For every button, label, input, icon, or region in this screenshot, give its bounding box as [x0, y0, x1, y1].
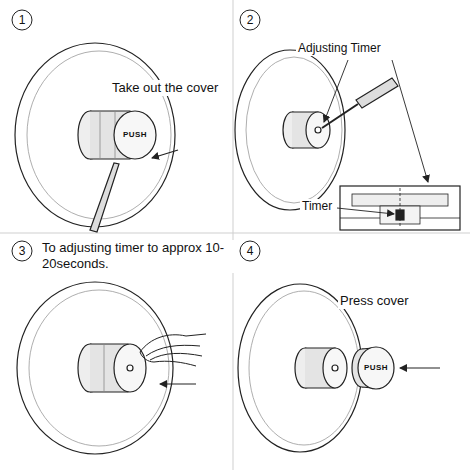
button-marking: PUSH [123, 130, 147, 140]
valve-step-2 [235, 50, 460, 230]
step-number: 4 [239, 240, 261, 262]
step-circle [12, 10, 32, 30]
step-number: 1 [11, 9, 33, 31]
panel-divider [0, 233, 470, 234]
step-number: 1 [11, 9, 33, 31]
step-number: 2 [239, 9, 261, 31]
button-marking: PUSH [364, 363, 388, 373]
part-label: Adjusting Timer [296, 41, 383, 56]
step-number: 3 [11, 240, 33, 262]
panel-divider [233, 0, 234, 470]
part-label: Timer [300, 199, 334, 214]
instruction-text: To adjusting timer to approx 10-20second… [40, 240, 234, 273]
valve-step-3 [17, 282, 206, 454]
valve-step-1 [15, 43, 178, 232]
step-circle [240, 10, 260, 30]
step-number: 3 [11, 240, 33, 262]
step-circle [12, 241, 32, 261]
step-number: 4 [239, 240, 261, 262]
valve-step-4 [238, 284, 440, 452]
instruction-text: Press cover [338, 293, 411, 309]
instruction-text: Take out the cover [110, 80, 220, 96]
step-number: 2 [239, 9, 261, 31]
step-circle [240, 241, 260, 261]
